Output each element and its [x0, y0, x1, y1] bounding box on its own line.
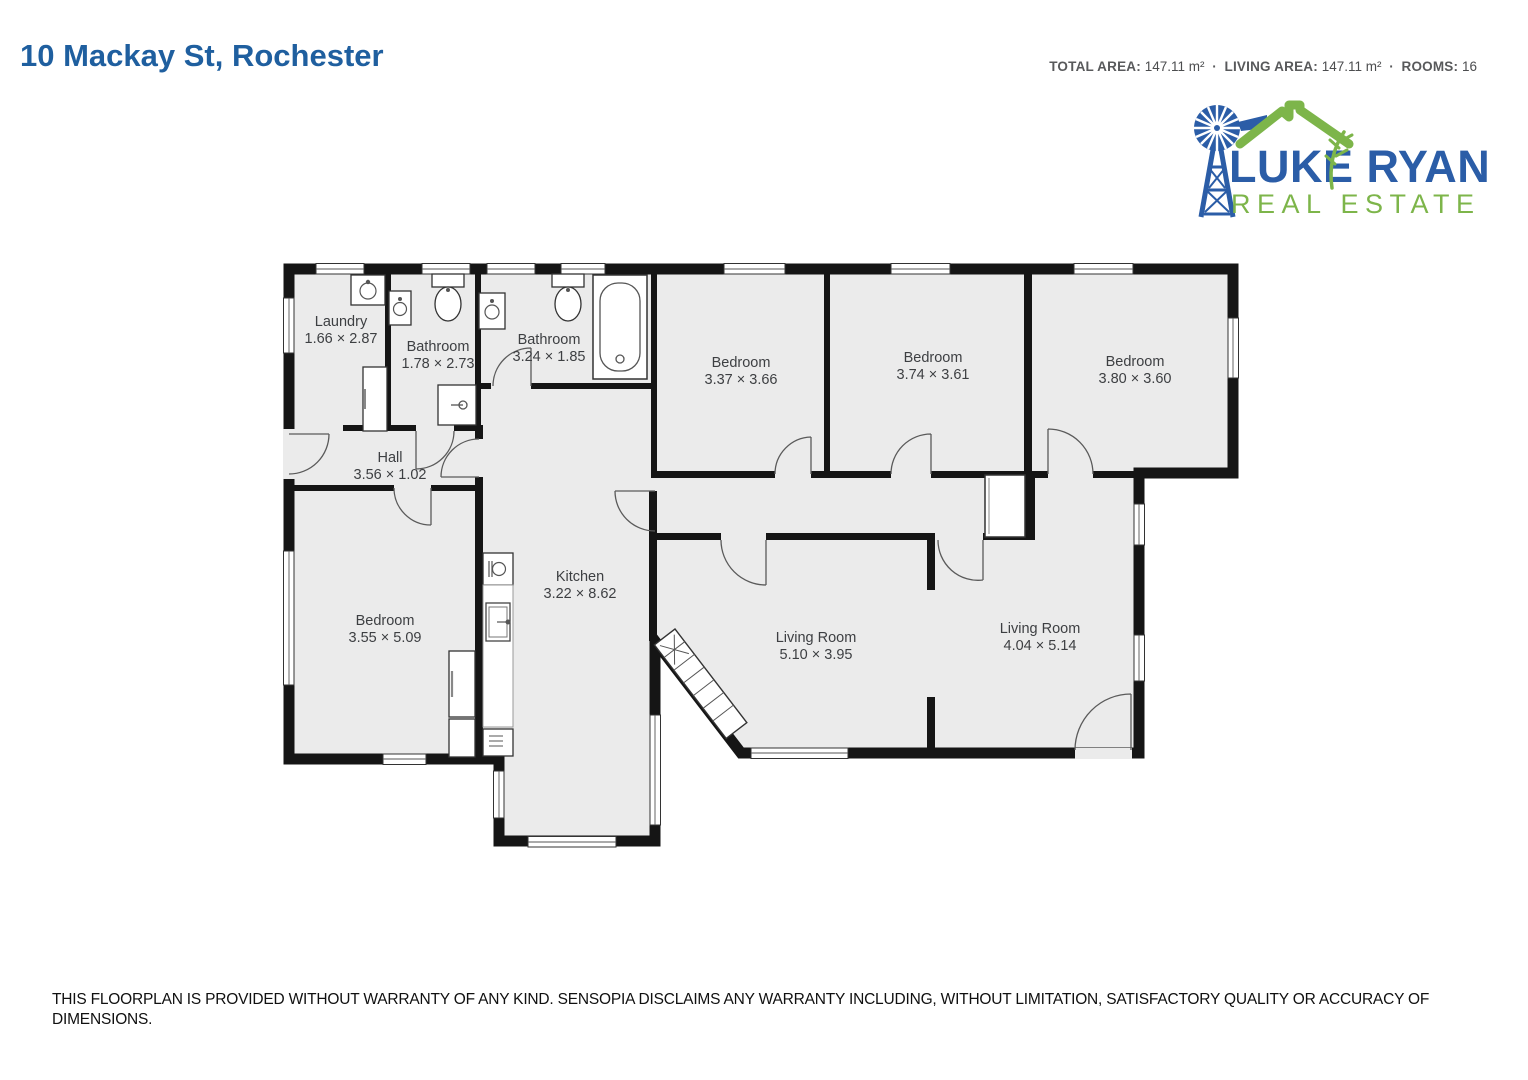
room-dims: 4.04 × 5.14	[1003, 638, 1077, 654]
room-label-laundry: Laundry 1.66 × 2.87	[305, 314, 378, 348]
disclaimer-text: THIS FLOORPLAN IS PROVIDED WITHOUT WARRA…	[52, 991, 1430, 1028]
total-area-value: 147.11 m²	[1144, 59, 1205, 74]
laundry-sink-icon	[350, 274, 386, 306]
room-label-hall: Hall 3.56 × 1.02	[354, 450, 427, 484]
wheat-icon	[1324, 130, 1354, 190]
room-name: Bathroom	[406, 339, 470, 355]
area-stats: TOTAL AREA: 147.11 m² · LIVING AREA: 147…	[1049, 59, 1477, 74]
interior-walls	[289, 269, 1233, 759]
room-name: Bedroom	[1105, 354, 1165, 370]
room-dims: 5.10 × 3.95	[779, 647, 853, 663]
laundry-robe	[362, 366, 388, 432]
floorplan-svg	[283, 263, 1239, 848]
room-dims: 1.66 × 2.87	[304, 331, 378, 347]
stats-separator: ·	[1212, 59, 1217, 74]
bathtub-icon	[592, 274, 648, 380]
exterior-door-gaps	[283, 429, 1132, 759]
room-name: Bathroom	[517, 332, 581, 348]
room-dims: 3.24 × 1.85	[512, 349, 586, 365]
room-name: Living Room	[775, 630, 857, 646]
room-name: Living Room	[999, 621, 1081, 637]
room-name: Bedroom	[355, 613, 415, 629]
room-dims: 3.22 × 8.62	[543, 586, 617, 602]
room-name: Kitchen	[555, 569, 605, 585]
luke-ryan-real-estate-logo: LUKE RYAN REAL ESTATE	[1194, 100, 1490, 219]
room-label-living-room-1: Living Room 5.10 × 3.95	[776, 630, 857, 664]
room-label-living-room-2: Living Room 4.04 × 5.14	[1000, 621, 1081, 655]
kitchen-stove-icon	[482, 552, 514, 586]
room-name: Hall	[377, 450, 403, 466]
room-dims: 3.56 × 1.02	[353, 467, 427, 483]
room-label-bathroom-1: Bathroom 1.78 × 2.73	[402, 339, 475, 373]
room-label-bedroom-1: Bedroom 3.37 × 3.66	[705, 355, 778, 389]
stats-separator: ·	[1389, 59, 1394, 74]
bathroom1-shower	[437, 384, 477, 426]
roof-icon	[1235, 100, 1354, 149]
bedroom-robes	[448, 650, 476, 758]
room-name: Bedroom	[711, 355, 771, 371]
bathroom2-toilet-icon	[551, 273, 585, 322]
room-dims: 1.78 × 2.73	[401, 356, 475, 372]
room-dims: 3.55 × 5.09	[348, 630, 422, 646]
windmill-icon	[1194, 105, 1267, 218]
room-dims: 3.74 × 3.61	[896, 367, 970, 383]
room-dims: 3.37 × 3.66	[704, 372, 778, 388]
room-label-bedroom-3: Bedroom 3.80 × 3.60	[1099, 354, 1172, 388]
hall-closet	[984, 474, 1026, 538]
room-label-bedroom-2: Bedroom 3.74 × 3.61	[897, 350, 970, 384]
logo-name-text: LUKE RYAN	[1229, 141, 1490, 192]
living-area-label: LIVING AREA:	[1224, 59, 1318, 74]
fireplace-icon	[653, 628, 748, 740]
kitchen-sink-icon	[485, 602, 511, 642]
door-arcs	[288, 347, 1132, 751]
room-label-bedroom-4: Bedroom 3.55 × 5.09	[349, 613, 422, 647]
logo-tagline-text: REAL ESTATE	[1231, 189, 1481, 219]
total-area-label: TOTAL AREA:	[1049, 59, 1141, 74]
bathroom2-sink-icon	[478, 292, 506, 330]
room-label-bathroom-2: Bathroom 3.24 × 1.85	[513, 332, 586, 366]
dishwasher-icon	[482, 728, 514, 757]
page-title: 10 Mackay St, Rochester	[20, 38, 384, 73]
room-name: Laundry	[314, 314, 368, 330]
window-midlines	[288, 268, 1234, 843]
bathroom1-sink-icon	[388, 290, 412, 326]
living-area-value: 147.11 m²	[1321, 59, 1382, 74]
room-name: Bedroom	[903, 350, 963, 366]
room-dims: 3.80 × 3.60	[1098, 371, 1172, 387]
rooms-value: 16	[1461, 59, 1477, 74]
bathroom1-toilet-icon	[431, 273, 465, 322]
room-label-kitchen: Kitchen 3.22 × 8.62	[544, 569, 617, 603]
rooms-label: ROOMS:	[1401, 59, 1459, 74]
